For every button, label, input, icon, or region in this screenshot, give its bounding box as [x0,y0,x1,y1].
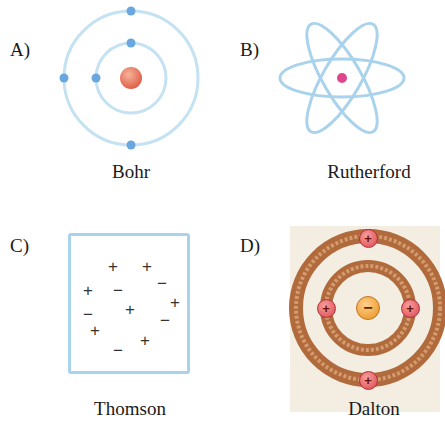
charge-sign: + [83,282,93,299]
charge-sign: + [90,322,100,339]
charge-sign: + [170,294,180,311]
charge-sign: + [406,302,414,315]
charge-sign: − [113,342,123,359]
model-name: Thomson [94,399,166,418]
charge-circle: + [401,299,420,318]
charge-sign: + [364,374,372,387]
option-letter: C) [10,236,29,255]
model-name: Bohr [112,162,150,181]
option-letter: A) [10,40,30,59]
model-name: Rutherford [327,162,410,181]
charge-circle: + [359,229,378,248]
thomson-box: ++−+−++−−++− [68,233,190,374]
charge-sign: + [142,258,152,275]
option-letter: D) [240,236,260,255]
charge-sign: + [140,332,150,349]
charge-circle: + [359,371,378,390]
charge-sign: − [160,312,170,329]
charge-sign: − [157,275,167,292]
nucleus [337,73,347,83]
rutherford-model [280,15,404,141]
charge-sign: − [363,300,372,316]
nucleus-circle: − [356,296,380,320]
dalton-model [290,226,440,412]
charge-sign: + [364,232,372,245]
charge-circle: + [317,299,336,318]
charge-sign: + [125,301,135,318]
charge-sign: − [83,306,93,323]
charge-sign: − [113,282,123,299]
option-letter: B) [240,40,259,59]
model-name: Dalton [348,399,400,418]
charge-sign: + [108,258,118,275]
bohr-model [60,7,199,150]
charge-sign: + [322,302,330,315]
